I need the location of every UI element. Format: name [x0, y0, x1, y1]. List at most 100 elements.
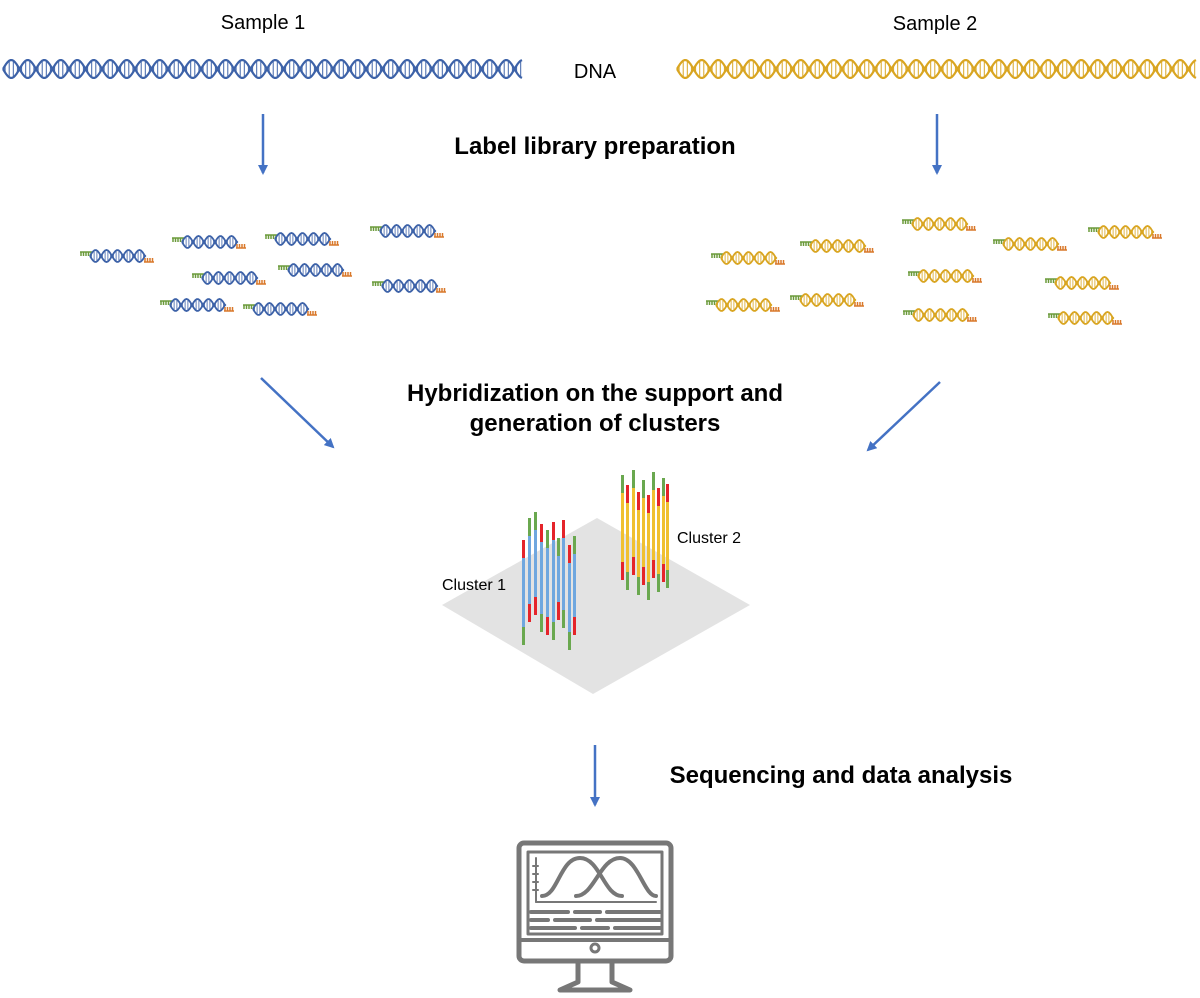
- adapter: [370, 226, 382, 231]
- cluster-strand: [621, 475, 624, 580]
- dna-helix-segment: [169, 298, 227, 312]
- dna-helix-segment: [274, 232, 332, 246]
- dna-helix-segment: [181, 235, 239, 249]
- dna-backbone: [1057, 311, 1115, 325]
- dna-backbone: [1097, 225, 1155, 239]
- monitor-frame: [516, 840, 674, 964]
- dna-backbone: [252, 302, 310, 316]
- labeled-dna-fragment: [80, 249, 154, 263]
- dna-backbone: [676, 59, 1197, 79]
- monitor-stand: [557, 958, 633, 993]
- dna-backbone: [381, 279, 439, 293]
- cluster-strand: [528, 518, 531, 622]
- cluster-strand: [522, 540, 525, 645]
- dna-helix-segment: [676, 59, 1197, 79]
- labeled-dna-fragment: [711, 251, 785, 265]
- cluster-strand: [540, 524, 543, 632]
- dna-backbone: [2, 59, 523, 79]
- barcode-tag: [307, 311, 317, 316]
- adapter: [902, 219, 914, 224]
- dna-helix-segment: [2, 59, 523, 79]
- dna-base-pairs: [678, 60, 1196, 78]
- cluster-strand: [562, 520, 565, 628]
- dna-backbone: [912, 308, 970, 322]
- barcode-tag: [236, 244, 246, 249]
- dna-backbone: [1057, 311, 1115, 325]
- labeled-dna-fragment: [908, 269, 982, 283]
- arrow-sample2-to-support: [866, 381, 941, 452]
- barcode-tag: [342, 272, 352, 277]
- dna-helix-segment: [912, 308, 970, 322]
- barcode-tag: [329, 241, 339, 246]
- labeled-dna-fragment: [800, 239, 874, 253]
- dna-helix-segment: [809, 239, 867, 253]
- labeled-dna-fragment: [790, 293, 864, 307]
- dna-backbone: [911, 217, 969, 231]
- barcode-tag: [1109, 285, 1119, 290]
- step-label-sequencing: Sequencing and data analysis: [670, 762, 1013, 789]
- dna-backbone: [379, 224, 437, 238]
- dna-backbone: [720, 251, 778, 265]
- barcode-tag: [967, 317, 977, 322]
- sample-2-dna-helix: [676, 59, 1197, 79]
- dna-backbone: [274, 232, 332, 246]
- monitor-power-dot: [589, 942, 601, 954]
- dna-backbone: [201, 271, 259, 285]
- labeled-dna-fragment: [172, 235, 246, 249]
- step-label-library-preparation: Label library preparation: [454, 133, 735, 160]
- cluster-2-label: Cluster 2: [677, 530, 741, 547]
- dna-helix-segment: [252, 302, 310, 316]
- barcode-tag: [972, 278, 982, 283]
- sample-2-label: Sample 2: [893, 13, 978, 35]
- labeled-dna-fragment: [706, 298, 780, 312]
- dna-backbone: [201, 271, 259, 285]
- dna-helix-segment: [799, 293, 857, 307]
- cluster-strand: [568, 545, 571, 650]
- cluster-1-strands: [522, 512, 576, 650]
- barcode-tag: [224, 307, 234, 312]
- dna-backbone: [379, 224, 437, 238]
- dna-backbone: [169, 298, 227, 312]
- dna-helix-segment: [89, 249, 147, 263]
- cluster-strand: [657, 488, 660, 592]
- dna-backbone: [917, 269, 975, 283]
- sample-2-labeled-fragments: [706, 217, 1162, 325]
- screen-text-lines: [529, 910, 662, 930]
- chart-peak-curve-1: [540, 856, 624, 898]
- dna-backbone: [720, 251, 778, 265]
- labeled-dna-fragment: [372, 279, 446, 293]
- labeled-dna-fragment: [265, 232, 339, 246]
- dna-helix-segment: [720, 251, 778, 265]
- dna-helix-segment: [381, 279, 439, 293]
- dna-backbone: [252, 302, 310, 316]
- dna-backbone: [676, 59, 1197, 79]
- barcode-tag: [1152, 234, 1162, 239]
- dna-helix-segment: [1002, 237, 1060, 251]
- dna-label: DNA: [574, 61, 617, 83]
- adapter: [800, 241, 812, 246]
- labeled-dna-fragment: [243, 302, 317, 316]
- dna-backbone: [799, 293, 857, 307]
- dna-backbone: [181, 235, 239, 249]
- dna-backbone: [287, 263, 345, 277]
- chart-peak-curve-2: [574, 856, 658, 898]
- cluster-2-strands: [621, 470, 669, 600]
- sample-1-label: Sample 1: [221, 12, 306, 34]
- barcode-tag: [775, 260, 785, 265]
- cluster-strand: [626, 485, 629, 590]
- dna-helix-segment: [917, 269, 975, 283]
- cluster-strand: [557, 538, 560, 620]
- dna-backbone: [381, 279, 439, 293]
- dna-backbone: [809, 239, 867, 253]
- dna-backbone: [1097, 225, 1155, 239]
- dna-backbone: [89, 249, 147, 263]
- cluster-strand: [534, 512, 537, 615]
- cluster-strand: [637, 492, 640, 595]
- dna-helix-segment: [911, 217, 969, 231]
- dna-base-pairs: [1003, 238, 1058, 250]
- labeled-dna-fragment: [903, 308, 977, 322]
- dna-backbone: [715, 298, 773, 312]
- barcode-tag: [854, 302, 864, 307]
- cluster-strand: [632, 470, 635, 575]
